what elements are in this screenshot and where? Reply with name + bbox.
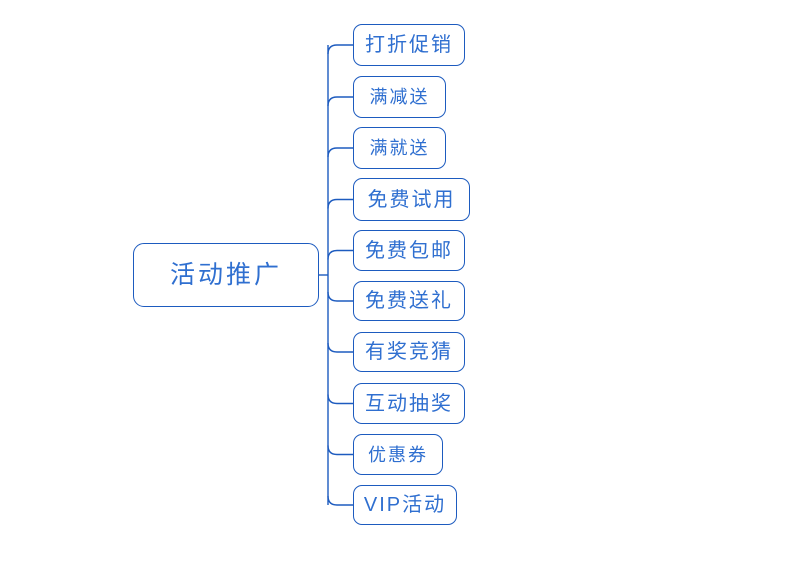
connector-branch-6 xyxy=(327,291,353,302)
child-node[interactable]: 打折促销 xyxy=(353,24,465,66)
child-node-label: 有奖竞猜 xyxy=(365,341,453,363)
child-node[interactable]: 免费试用 xyxy=(353,178,470,221)
child-node-label: VIP活动 xyxy=(363,494,447,516)
child-node[interactable]: 互动抽奖 xyxy=(353,383,465,424)
child-node-label: 免费送礼 xyxy=(365,290,453,312)
child-node-label: 满减送 xyxy=(369,87,430,107)
child-node[interactable]: 有奖竞猜 xyxy=(353,332,465,372)
child-node-label: 优惠券 xyxy=(368,444,428,465)
connector-branch-9 xyxy=(327,445,353,456)
child-node[interactable]: 免费送礼 xyxy=(353,281,465,321)
connector-branch-1 xyxy=(327,44,353,55)
child-node-label: 满就送 xyxy=(369,138,430,158)
connector-branch-8 xyxy=(327,394,353,405)
connector-branch-10 xyxy=(327,495,353,506)
child-node[interactable]: 优惠券 xyxy=(353,434,443,475)
child-node[interactable]: 满就送 xyxy=(353,127,446,169)
child-node[interactable]: VIP活动 xyxy=(353,485,457,525)
child-node[interactable]: 满减送 xyxy=(353,76,446,118)
root-node[interactable]: 活动推广 xyxy=(133,243,319,307)
connector-branch-5 xyxy=(327,249,353,260)
connector-branch-3 xyxy=(327,147,353,158)
connector-branch-4 xyxy=(327,198,353,209)
child-node[interactable]: 免费包邮 xyxy=(353,230,465,271)
connector-branch-2 xyxy=(327,96,353,107)
child-node-label: 免费包邮 xyxy=(365,239,453,262)
root-node-label: 活动推广 xyxy=(169,260,282,289)
child-node-label: 互动抽奖 xyxy=(365,392,453,415)
connector-branch-7 xyxy=(327,342,353,353)
child-node-label: 免费试用 xyxy=(367,188,456,211)
child-node-label: 打折促销 xyxy=(365,34,453,56)
